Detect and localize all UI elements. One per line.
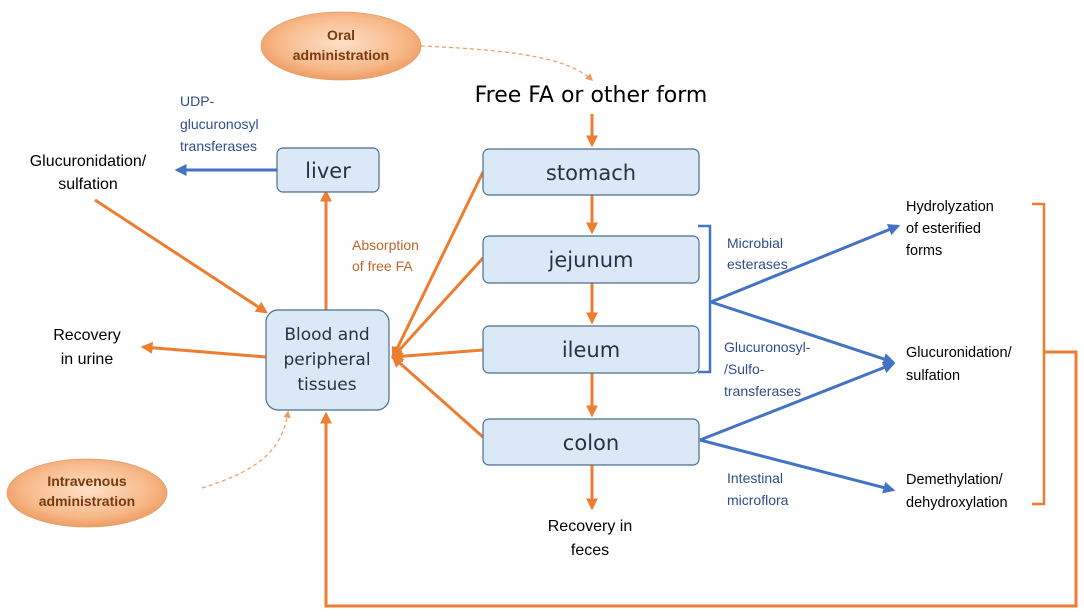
svg-text:transferases: transferases bbox=[180, 138, 257, 154]
svg-text:Hydrolyzation: Hydrolyzation bbox=[906, 199, 994, 215]
svg-text:Absorption: Absorption bbox=[352, 237, 419, 253]
svg-text:forms: forms bbox=[906, 243, 942, 259]
svg-text:dehydroxylation: dehydroxylation bbox=[906, 495, 1008, 511]
box-ileum: ileum bbox=[482, 325, 700, 374]
svg-text:transferases: transferases bbox=[724, 383, 801, 399]
label-glucuronosyl-sulfotransferases: Glucuronosyl- /Sulfo- transferases bbox=[724, 339, 811, 399]
svg-text:/Sulfo-: /Sulfo- bbox=[724, 361, 765, 377]
svg-text:Demethylation/: Demethylation/ bbox=[906, 472, 1004, 488]
box-jejunum: jejunum bbox=[482, 235, 700, 284]
arrow-bracket-to-hydrolyzation bbox=[710, 224, 901, 304]
box-colon: colon bbox=[482, 418, 700, 466]
arrow-colon-to-demethylation bbox=[699, 438, 896, 494]
arrow-return-to-blood bbox=[320, 350, 1078, 608]
label-microbial-esterases: Microbial esterases bbox=[727, 235, 788, 272]
colon-label: colon bbox=[563, 431, 619, 455]
svg-text:of free FA: of free FA bbox=[352, 258, 413, 274]
svg-text:Microbial: Microbial bbox=[727, 235, 783, 251]
stomach-label: stomach bbox=[546, 161, 636, 185]
label-recovery-feces: Recovery in feces bbox=[548, 518, 632, 559]
oral-line-1: Oral bbox=[327, 27, 355, 43]
svg-text:Glucuronidation/: Glucuronidation/ bbox=[30, 153, 147, 170]
oval-intravenous-administration: Intravenous administration bbox=[6, 458, 168, 528]
svg-text:Recovery in: Recovery in bbox=[548, 518, 632, 535]
ileum-label: ileum bbox=[562, 338, 620, 362]
svg-text:Glucuronosyl-: Glucuronosyl- bbox=[724, 339, 811, 355]
svg-text:Glucuronidation/: Glucuronidation/ bbox=[906, 345, 1013, 361]
jejunum-label: jejunum bbox=[548, 248, 634, 272]
iv-line-2: administration bbox=[39, 493, 135, 509]
label-udp-transferases: UDP- glucuronosyl transferases bbox=[180, 93, 259, 154]
svg-text:sulfation: sulfation bbox=[58, 176, 118, 193]
arrow-colon-to-blood bbox=[391, 355, 484, 439]
svg-text:of esterified: of esterified bbox=[906, 221, 981, 237]
label-hydrolyzation: Hydrolyzation of esterified forms bbox=[906, 199, 994, 259]
bracket-right-products bbox=[1032, 202, 1046, 506]
arrow-jejunum-to-blood bbox=[391, 256, 485, 359]
bracket-jejunum-ileum bbox=[698, 224, 712, 374]
svg-text:esterases: esterases bbox=[727, 256, 788, 272]
oval-oral-administration: Oral administration bbox=[260, 11, 422, 81]
svg-text:Recovery: Recovery bbox=[53, 327, 121, 344]
svg-text:feces: feces bbox=[571, 542, 609, 559]
box-liver: liver bbox=[276, 147, 380, 193]
arrow-blood-to-urine bbox=[140, 341, 267, 359]
liver-label: liver bbox=[305, 159, 351, 183]
label-absorption-free-fa: Absorption of free FA bbox=[352, 237, 419, 274]
svg-text:microflora: microflora bbox=[727, 492, 789, 508]
arrow-gluc-to-blood bbox=[94, 198, 269, 314]
arrow-ileum-to-blood bbox=[390, 348, 484, 363]
label-intestinal-microflora: Intestinal microflora bbox=[727, 470, 789, 508]
free-fa-heading: Free FA or other form bbox=[475, 83, 708, 108]
svg-text:UDP-: UDP- bbox=[180, 93, 215, 109]
box-blood-peripheral-tissues: Blood and peripheral tissues bbox=[265, 309, 390, 411]
arrows bbox=[94, 43, 1078, 608]
label-glucuronidation-left: Glucuronidation/ sulfation bbox=[30, 153, 147, 193]
arrow-bracket-to-gluc-right bbox=[710, 300, 896, 365]
label-demethylation: Demethylation/ dehydroxylation bbox=[906, 472, 1008, 511]
svg-text:in urine: in urine bbox=[61, 351, 114, 368]
svg-text:Intestinal: Intestinal bbox=[727, 470, 783, 486]
arrow-colon-to-gluc-right bbox=[699, 361, 896, 442]
iv-line-1: Intravenous bbox=[47, 473, 127, 489]
arrow-iv-to-blood bbox=[201, 410, 291, 489]
svg-text:sulfation: sulfation bbox=[906, 368, 960, 384]
label-glucuronidation-right: Glucuronidation/ sulfation bbox=[906, 345, 1013, 384]
blood-line-3: tissues bbox=[297, 375, 356, 395]
label-recovery-urine: Recovery in urine bbox=[53, 327, 121, 368]
arrow-stomach-to-blood bbox=[391, 171, 485, 360]
svg-text:glucuronosyl: glucuronosyl bbox=[180, 116, 259, 132]
blood-line-2: peripheral bbox=[283, 350, 370, 370]
oral-line-2: administration bbox=[293, 47, 389, 63]
blood-line-1: Blood and bbox=[284, 325, 369, 345]
box-stomach: stomach bbox=[482, 148, 700, 196]
